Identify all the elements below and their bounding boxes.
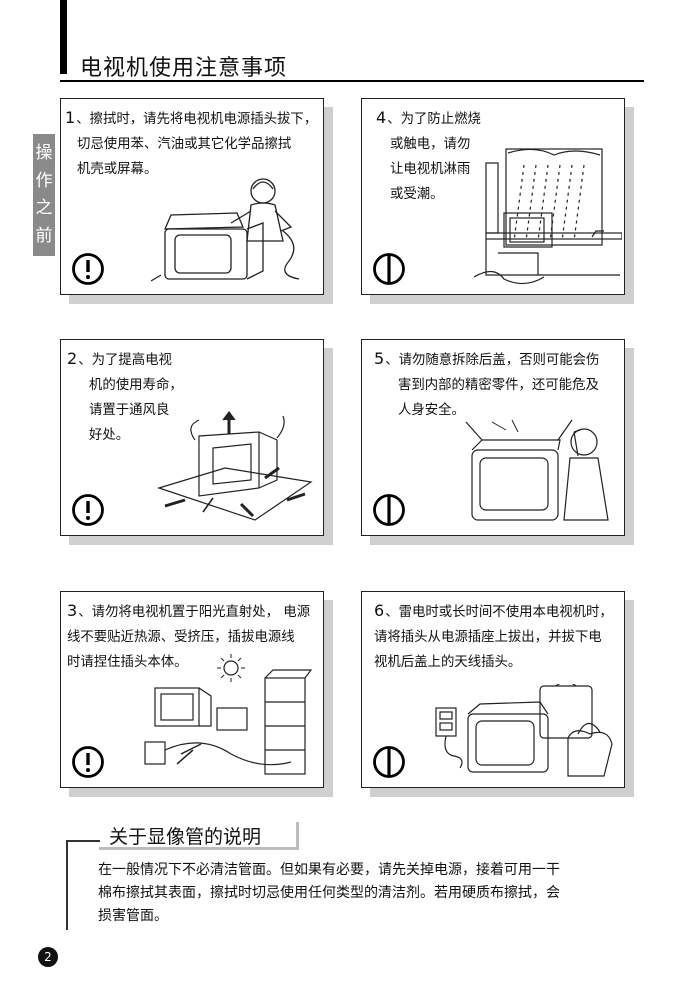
warning-icon bbox=[72, 253, 104, 285]
card-line: 人身安全。 bbox=[398, 403, 465, 418]
card-text: 3、请勿将电视机置于阳光直射处， 电源 线不要贴近热源、受挤压，插拔电源线 时请… bbox=[67, 598, 310, 675]
card-line: 请将插头从电源插座上拔出，并拔下电 bbox=[374, 630, 602, 645]
card-cleaning: 1、擦拭时，请先将电视机电源插头拔下， 切忌使用苯、汽油或其它化学品擦拭 机壳或… bbox=[60, 98, 324, 295]
card-number: 6 bbox=[374, 601, 385, 620]
card-number: 4 bbox=[376, 108, 387, 127]
card-back-cover: 5、请勿随意拆除后盖，否则可能会伤 害到内部的精密零件，还可能危及 人身安全。 bbox=[361, 339, 625, 536]
back-cover-illustration bbox=[465, 419, 609, 521]
card-text: 1、擦拭时，请先将电视机电源插头拔下， 切忌使用苯、汽油或其它化学品擦拭 机壳或… bbox=[65, 105, 317, 182]
card-line: 或受潮。 bbox=[390, 187, 444, 202]
side-tab-char: 之 bbox=[35, 198, 53, 219]
card-line: 、请勿随意拆除后盖，否则可能会伤 bbox=[385, 353, 600, 368]
card-lightning: 6、雷电时或长时间不使用本电视机时， 请将插头从电源插座上拔出，并拔下电 视机后… bbox=[361, 591, 625, 788]
card-line: 害到内部的精密零件，还可能危及 bbox=[398, 378, 599, 393]
sunlight-illustration bbox=[144, 654, 313, 775]
card-line: 请置于通风良 bbox=[89, 403, 170, 418]
prohibition-icon bbox=[373, 253, 405, 285]
rain-window-illustration bbox=[474, 148, 622, 285]
card-line: 、为了防止燃烧 bbox=[387, 112, 481, 127]
ventilation-illustration bbox=[157, 411, 313, 521]
heading-shadow bbox=[99, 822, 299, 850]
card-moisture: 4、为了防止燃烧 或触电，请勿 让电视机淋雨 或受潮。 bbox=[361, 98, 625, 295]
side-tab-char: 前 bbox=[35, 225, 53, 246]
unplug-illustration bbox=[435, 684, 613, 777]
card-line: 让电视机淋雨 bbox=[390, 162, 471, 177]
card-number: 2 bbox=[67, 349, 78, 368]
side-tab-char: 作 bbox=[35, 170, 53, 191]
card-ventilation: 2、为了提高电视 机的使用寿命， 请置于通风良 好处。 bbox=[60, 339, 324, 536]
card-text: 2、为了提高电视 机的使用寿命， 请置于通风良 好处。 bbox=[67, 346, 183, 448]
card-line: 视机后盖上的天线插头。 bbox=[374, 655, 522, 670]
card-line: 或触电，请勿 bbox=[390, 137, 471, 152]
title-rule bbox=[60, 80, 644, 82]
card-number: 3 bbox=[67, 601, 78, 620]
card-line: 、擦拭时，请先将电视机电源插头拔下， bbox=[76, 112, 318, 127]
crt-heading-text: 关于显像管的说明 bbox=[109, 826, 262, 848]
crt-body-line: 损害管面。 bbox=[98, 908, 168, 924]
prohibition-icon bbox=[373, 494, 405, 526]
card-sunlight: 3、请勿将电视机置于阳光直射处， 电源 线不要贴近热源、受挤压，插拔电源线 时请… bbox=[60, 591, 324, 788]
card-number: 1 bbox=[65, 108, 76, 127]
card-line: 机的使用寿命， bbox=[89, 378, 183, 393]
card-line: 、请勿将电视机置于阳光直射处， 电源 bbox=[78, 605, 311, 620]
side-tab-char: 操 bbox=[35, 143, 53, 164]
warning-icon bbox=[72, 494, 104, 526]
card-text: 4、为了防止燃烧 或触电，请勿 让电视机淋雨 或受潮。 bbox=[376, 105, 481, 207]
card-line: 、为了提高电视 bbox=[78, 353, 172, 368]
card-number: 5 bbox=[374, 349, 385, 368]
crt-heading: 关于显像管的说明 bbox=[99, 822, 299, 850]
crt-body: 在一般情况下不必清洁管面。但如果有必要，请先关掉电源，接着可用一干 棉布擦拭其表… bbox=[98, 859, 658, 928]
prohibition-icon bbox=[373, 746, 405, 778]
warning-icon bbox=[72, 746, 104, 778]
card-line: 好处。 bbox=[89, 428, 130, 443]
card-text: 6、雷电时或长时间不使用本电视机时， 请将插头从电源插座上拔出，并拔下电 视机后… bbox=[374, 598, 613, 675]
card-text: 5、请勿随意拆除后盖，否则可能会伤 害到内部的精密零件，还可能危及 人身安全。 bbox=[374, 346, 599, 423]
card-line: 线不要贴近热源、受挤压，插拔电源线 bbox=[67, 630, 295, 645]
card-line: 切忌使用苯、汽油或其它化学品擦拭 bbox=[77, 137, 292, 152]
header-bar bbox=[60, 0, 67, 74]
card-line: 机壳或屏幕。 bbox=[77, 162, 158, 177]
side-tab: 操 作 之 前 bbox=[33, 134, 55, 256]
cleaning-illustration bbox=[151, 178, 300, 282]
page-title: 电视机使用注意事项 bbox=[80, 56, 288, 81]
crt-body-line: 棉布擦拭其表面，擦拭时切忌使用任何类型的清洁剂。若用硬质布擦拭，会 bbox=[98, 885, 560, 901]
section-connector bbox=[66, 840, 100, 842]
crt-body-line: 在一般情况下不必清洁管面。但如果有必要，请先关掉电源，接着可用一干 bbox=[98, 862, 560, 878]
card-line: 、雷电时或长时间不使用本电视机时， bbox=[385, 605, 613, 620]
section-connector-vertical bbox=[66, 840, 68, 930]
card-line: 时请捏住插头本体。 bbox=[67, 655, 188, 670]
page-number: 2 bbox=[38, 947, 58, 967]
